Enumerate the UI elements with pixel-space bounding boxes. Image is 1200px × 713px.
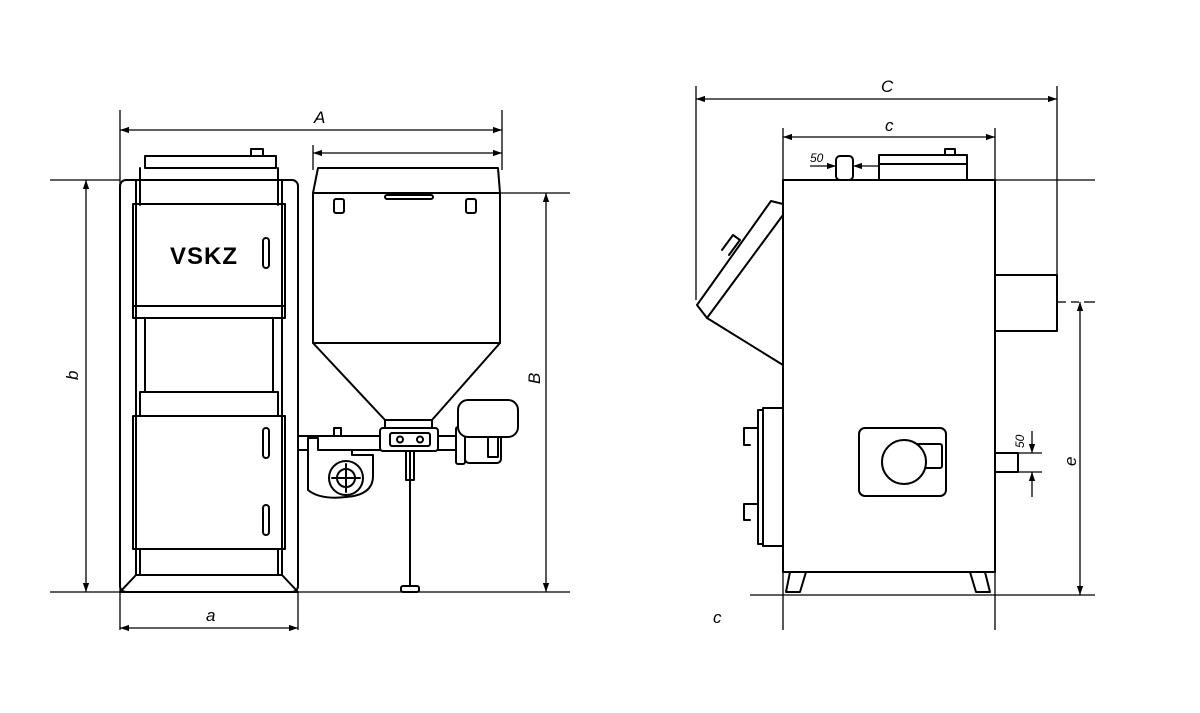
dim-50-top-label: 50: [810, 151, 824, 165]
dim-b-label: b: [63, 371, 82, 380]
brand-label: VSKZ: [170, 243, 238, 270]
dim-c-bottom-label: c: [713, 608, 722, 627]
dim-B-label: B: [525, 373, 544, 384]
boiler-side-body: [696, 148, 1058, 593]
front-view: VSKZ: [50, 108, 570, 632]
dim-e-label: e: [1061, 457, 1080, 466]
dim-C-label: C: [881, 77, 894, 96]
fuel-hopper: [312, 167, 501, 429]
dim-c-label: c: [885, 116, 894, 135]
auger-feeder: [297, 399, 519, 593]
front-dimensions: [82, 126, 550, 632]
side-view: C c c e 50 50: [695, 77, 1095, 630]
dim-a-label: a: [206, 606, 215, 625]
boiler-body: [119, 148, 299, 593]
front-extension-lines: [50, 110, 570, 630]
side-extension-lines: [695, 86, 1095, 630]
dim-A-label: A: [313, 108, 325, 127]
dim-50-side-label: 50: [1013, 434, 1027, 448]
side-dimensions: [696, 95, 1084, 595]
